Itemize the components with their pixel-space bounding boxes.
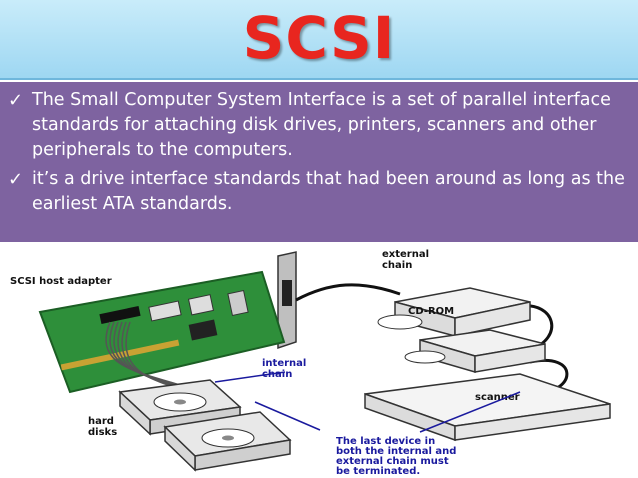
- external-chain-label: chain: [382, 260, 412, 271]
- checkmark-icon: ✓: [8, 90, 24, 111]
- internal-chain-label: internal: [262, 358, 306, 369]
- note-line: be terminated.: [336, 466, 420, 477]
- bullet-list: ✓ The Small Computer System Interface is…: [6, 88, 626, 221]
- termination-note: The last device in both the internal and…: [336, 436, 456, 477]
- cdrom-label: CD-ROM: [408, 306, 454, 317]
- hard-disk-2: [163, 411, 292, 472]
- cdrom-drive: CD-ROM: [377, 287, 531, 337]
- hard-disks-label: disks: [88, 427, 117, 438]
- note-line: external chain must: [336, 456, 449, 467]
- card-bracket: [277, 251, 297, 350]
- bullet-item: ✓ it’s a drive interface standards that …: [6, 167, 626, 217]
- slide-title: SCSI: [242, 4, 396, 72]
- checkmark-icon: ✓: [8, 169, 24, 190]
- bullet-text: it’s a drive interface standards that ha…: [32, 169, 625, 214]
- bullet-box: ✓ The Small Computer System Interface is…: [0, 82, 638, 242]
- scsi-diagram: CD-ROM scanner SCSI host adapter externa…: [10, 249, 611, 477]
- bullet-text: The Small Computer System Interface is a…: [32, 90, 611, 160]
- bullet-item: ✓ The Small Computer System Interface is…: [6, 88, 626, 163]
- scanner-label: scanner: [475, 392, 520, 403]
- host-adapter-board: [38, 270, 286, 394]
- note-line: The last device in: [336, 436, 435, 447]
- internal-chain-label: chain: [262, 369, 292, 380]
- host-adapter-label: SCSI host adapter: [10, 276, 112, 287]
- external-chain-label: external: [382, 249, 429, 260]
- scanner-device: scanner: [364, 373, 611, 442]
- external-drive: [404, 329, 546, 373]
- title-bar: SCSI: [0, 0, 638, 80]
- hard-disks-label: hard: [88, 416, 114, 427]
- note-line: both the internal and: [336, 446, 456, 457]
- pointer-arrows: [214, 371, 521, 433]
